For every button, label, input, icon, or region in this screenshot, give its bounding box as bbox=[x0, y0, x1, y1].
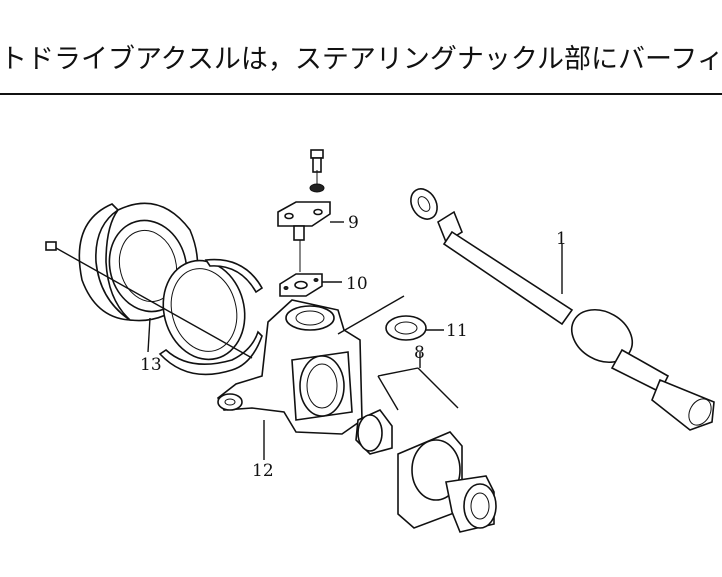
callout-8: 8 bbox=[414, 343, 425, 363]
callout-11: 11 bbox=[446, 321, 468, 341]
callout-10: 10 bbox=[346, 274, 368, 294]
part-13-seal-assembly bbox=[45, 202, 264, 376]
part-8-spindle bbox=[355, 352, 497, 533]
header-rule bbox=[0, 93, 722, 95]
callout-9: 9 bbox=[348, 213, 359, 233]
part-10-shim bbox=[279, 240, 323, 297]
callout-1: 1 bbox=[556, 229, 567, 249]
part-11-bearing bbox=[337, 295, 444, 341]
part-12-steering-knuckle bbox=[216, 299, 363, 460]
header-text: トドライブアクスルは，ステアリングナックル部にバーフィー bbox=[0, 44, 722, 75]
callout-12: 12 bbox=[252, 461, 274, 481]
part-9-kingpin-plate bbox=[277, 149, 331, 241]
part-1-drive-shaft bbox=[410, 188, 715, 431]
callout-13: 13 bbox=[140, 355, 162, 375]
